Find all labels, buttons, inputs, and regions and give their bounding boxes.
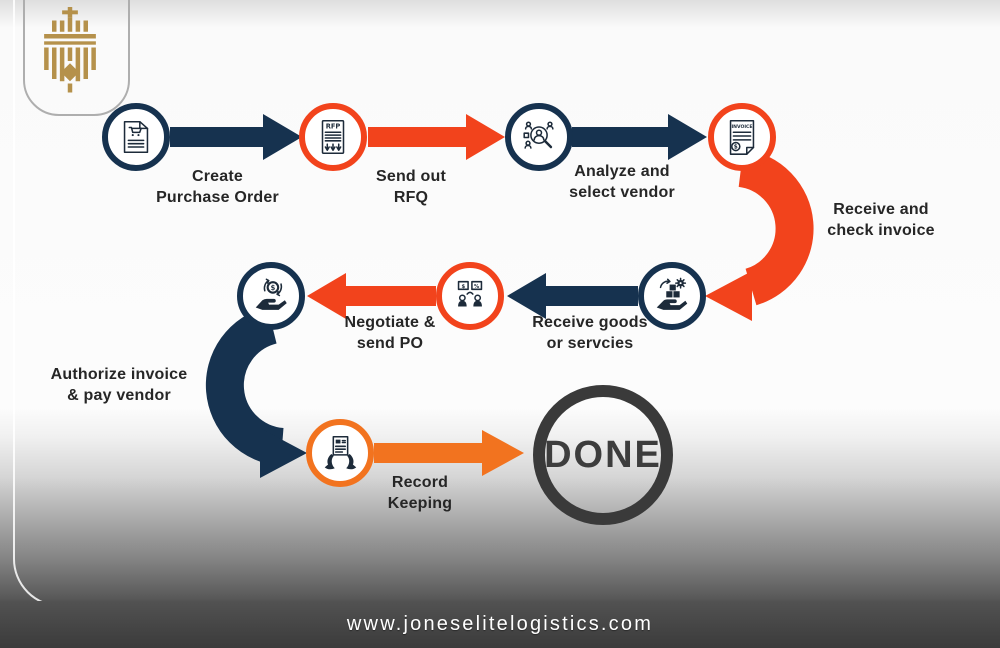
step-circle-analyze-vendor (505, 103, 573, 171)
curve-pay-to-record (205, 306, 285, 466)
pay-vendor-icon: $ (255, 278, 287, 310)
svg-text:$: $ (734, 145, 738, 151)
step-label-send-rfq: Send out RFQ (375, 168, 447, 206)
arrow-create-to-rfq (170, 114, 302, 160)
svg-text:%: % (474, 284, 480, 290)
step-label-receive-goods: Receive goods or servcies (532, 314, 648, 352)
step-label-pay-vendor: Authorize invoice & pay vendor (50, 366, 188, 404)
svg-text:$: $ (461, 284, 465, 290)
jones-elite-logistics-logo (44, 7, 96, 93)
svg-text:RFP: RFP (326, 122, 341, 130)
step-label-record-keeping: Record Keeping (387, 474, 453, 512)
step-label-analyze-vendor: Analyze and select vendor (569, 163, 675, 201)
svg-text:$: $ (271, 284, 276, 292)
vendor-analysis-icon (523, 121, 554, 149)
receive-goods-icon (656, 277, 688, 310)
step-label-negotiate: Negotiate & send PO (344, 314, 436, 352)
step-circle-create-purchase-order (102, 103, 170, 171)
step-circle-check-invoice: INVOICE $ (708, 103, 776, 171)
invoice-icon: INVOICE $ (729, 120, 755, 155)
curve-invoice-to-goods (737, 149, 814, 306)
purchase-order-icon (123, 120, 149, 154)
curve-pay-arrowhead (260, 428, 307, 478)
arrow-negotiate-to-pay (307, 273, 436, 319)
step-circle-record-keeping (306, 419, 374, 487)
record-keeping-icon (324, 436, 357, 470)
done-label: DONE (544, 433, 662, 476)
step-label-check-invoice: Receive and check invoice (827, 201, 935, 239)
negotiation-icon: $ % (457, 280, 483, 307)
footer-bar: www.joneselitelogistics.com (0, 601, 1000, 648)
arrow-analyze-to-invoice (572, 114, 707, 160)
arrow-record-to-done (374, 430, 524, 476)
step-circle-pay-vendor: $ (237, 262, 305, 330)
rfp-document-icon: RFP (321, 120, 345, 154)
curve-invoice-arrowhead (705, 271, 752, 321)
footer-url: www.joneselitelogistics.com (346, 613, 654, 635)
step-circle-send-rfq: RFP (299, 103, 367, 171)
step-circle-receive-goods (638, 262, 706, 330)
done-circle: DONE (533, 385, 673, 525)
step-circle-negotiate: $ % (436, 262, 504, 330)
arrow-rfq-to-analyze (368, 114, 505, 160)
step-label-create-purchase-order: Create Purchase Order (156, 168, 279, 206)
svg-text:INVOICE: INVOICE (731, 124, 752, 130)
arrow-goods-to-negotiate (507, 273, 638, 319)
